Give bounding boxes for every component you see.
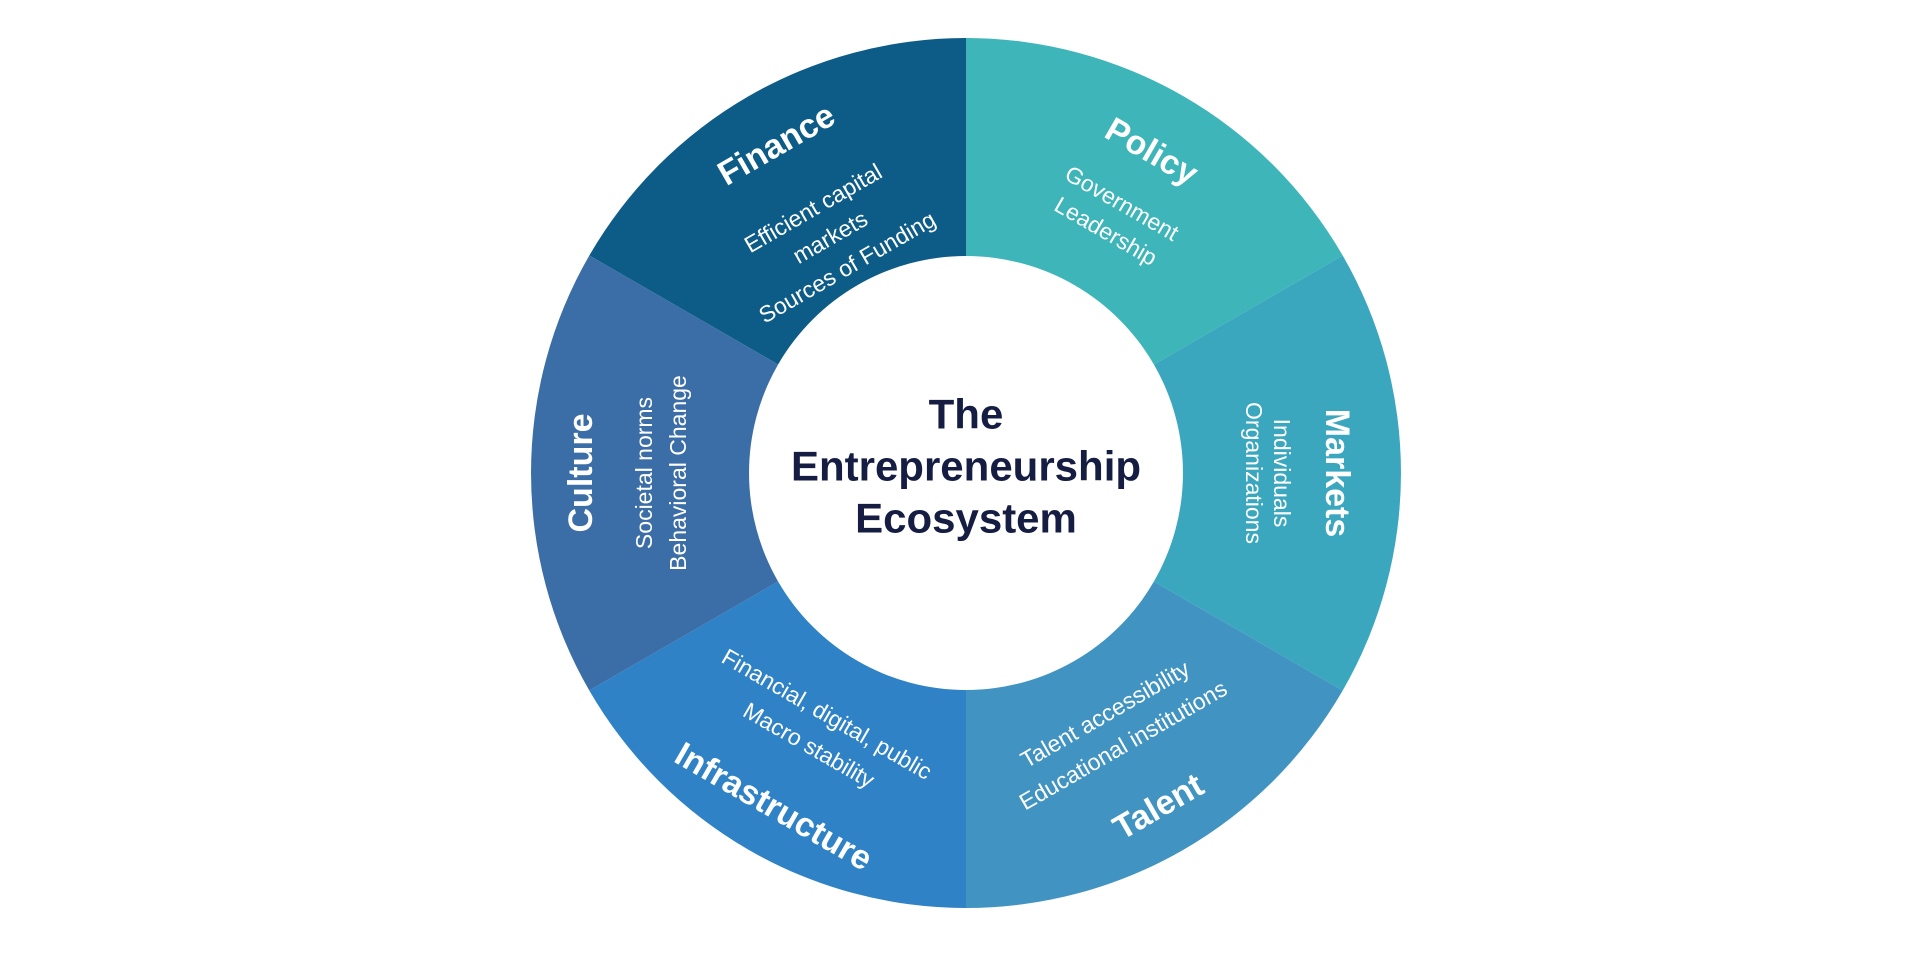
diagram-title-line-2: Entrepreneurship <box>791 443 1141 490</box>
segment-markets-title: Markets <box>1318 409 1356 538</box>
diagram-title-line-1: The <box>929 391 1004 438</box>
segment-markets-detail-2: Organizations <box>1241 402 1267 544</box>
segment-culture-title: Culture <box>562 414 600 533</box>
segment-finance-wedge <box>589 38 966 365</box>
segment-talent-wedge <box>966 581 1343 908</box>
segment-markets-detail-1: Individuals <box>1269 419 1295 528</box>
segment-culture-detail-1: Societal norms <box>631 397 657 549</box>
segment-culture-wedge <box>531 255 779 691</box>
segment-markets-wedge <box>1153 255 1401 691</box>
diagram-title-line-3: Ecosystem <box>855 495 1077 542</box>
segment-policy-wedge <box>966 38 1343 365</box>
segment-infrastructure-wedge <box>589 581 966 908</box>
segment-culture-detail-2: Behavioral Change <box>665 375 691 571</box>
